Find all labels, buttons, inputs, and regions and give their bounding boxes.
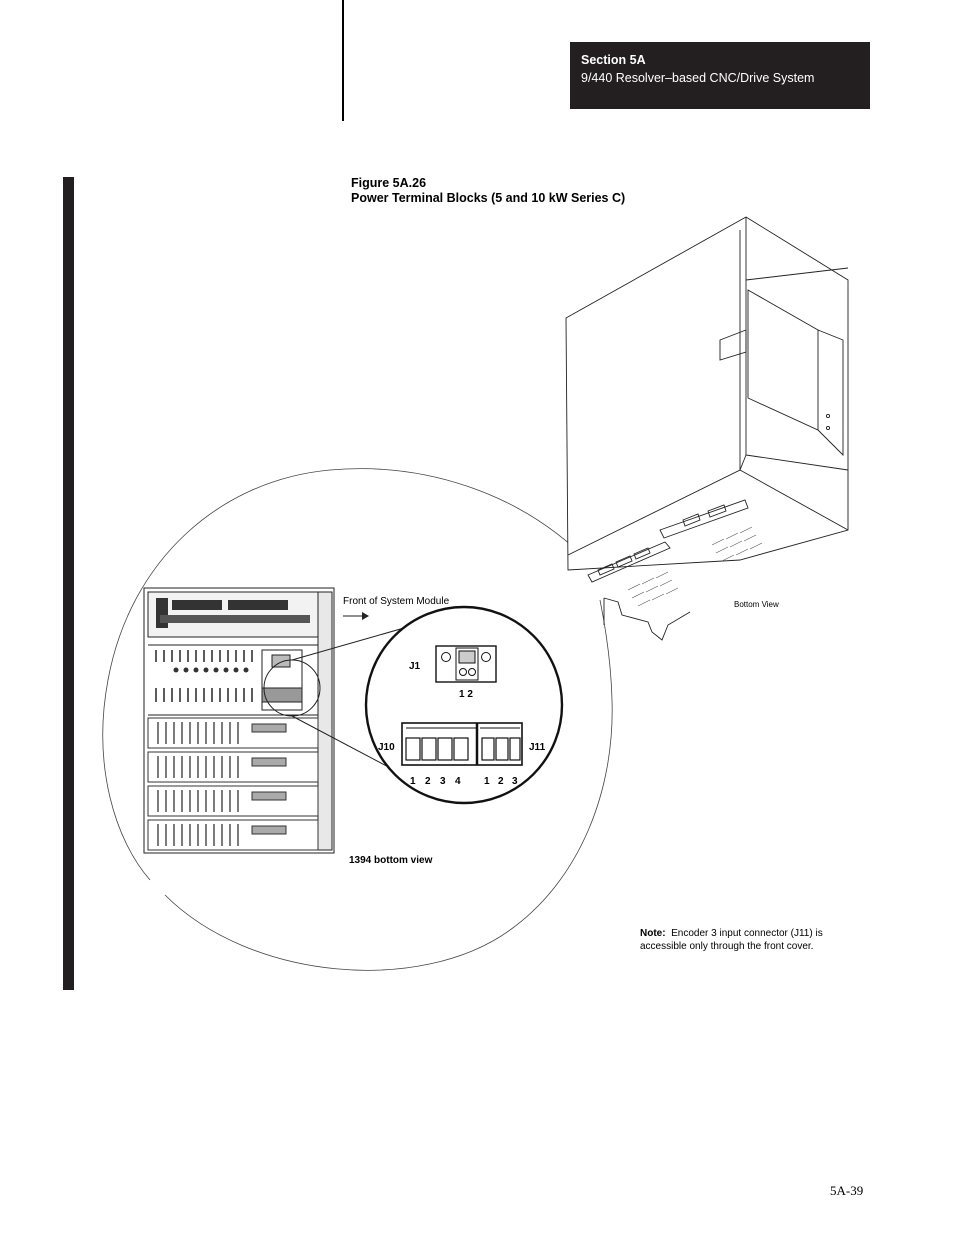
bottom-view-label: Bottom View bbox=[734, 600, 779, 609]
j10-pin-1: 1 bbox=[410, 776, 416, 787]
j11-pin-2: 2 bbox=[498, 776, 504, 787]
figure-number: Figure 5A.26 bbox=[351, 176, 427, 190]
section-title: Section 5A bbox=[581, 53, 646, 67]
magnified-connectors bbox=[364, 605, 564, 805]
j10-pin-3: 3 bbox=[440, 776, 446, 787]
j10-pin-4: 4 bbox=[455, 776, 461, 787]
note-text: Encoder 3 input connector (J11) is acces… bbox=[640, 928, 823, 952]
top-rule bbox=[342, 0, 344, 121]
front-arrow bbox=[343, 612, 369, 620]
j11-pin-3: 3 bbox=[512, 776, 518, 787]
j11-pin-1: 1 bbox=[484, 776, 490, 787]
system-module-3d bbox=[565, 216, 849, 641]
j10-label: J10 bbox=[378, 742, 395, 753]
module-1394-bottom-view bbox=[143, 587, 335, 854]
page-number: 5A-39 bbox=[830, 1183, 864, 1198]
note-label: Note: bbox=[640, 928, 666, 939]
j10-pin-2: 2 bbox=[425, 776, 431, 787]
section-header-box: Section 5A 9/440 Resolver–based CNC/Driv… bbox=[570, 42, 870, 109]
side-bar bbox=[63, 177, 74, 990]
j1-label: J1 bbox=[409, 661, 421, 672]
magnifier-circle bbox=[102, 468, 613, 971]
front-label: Front of System Module bbox=[343, 596, 450, 607]
j1-pins: 1 2 bbox=[459, 689, 473, 700]
label-1394-bottom-view: 1394 bottom view bbox=[349, 855, 433, 866]
figure-title: Power Terminal Blocks (5 and 10 kW Serie… bbox=[351, 191, 626, 205]
note: Note: Encoder 3 input connector (J11) is… bbox=[640, 927, 850, 953]
section-subtitle: 9/440 Resolver–based CNC/Drive System bbox=[581, 71, 815, 85]
j11-label: J11 bbox=[529, 742, 546, 753]
